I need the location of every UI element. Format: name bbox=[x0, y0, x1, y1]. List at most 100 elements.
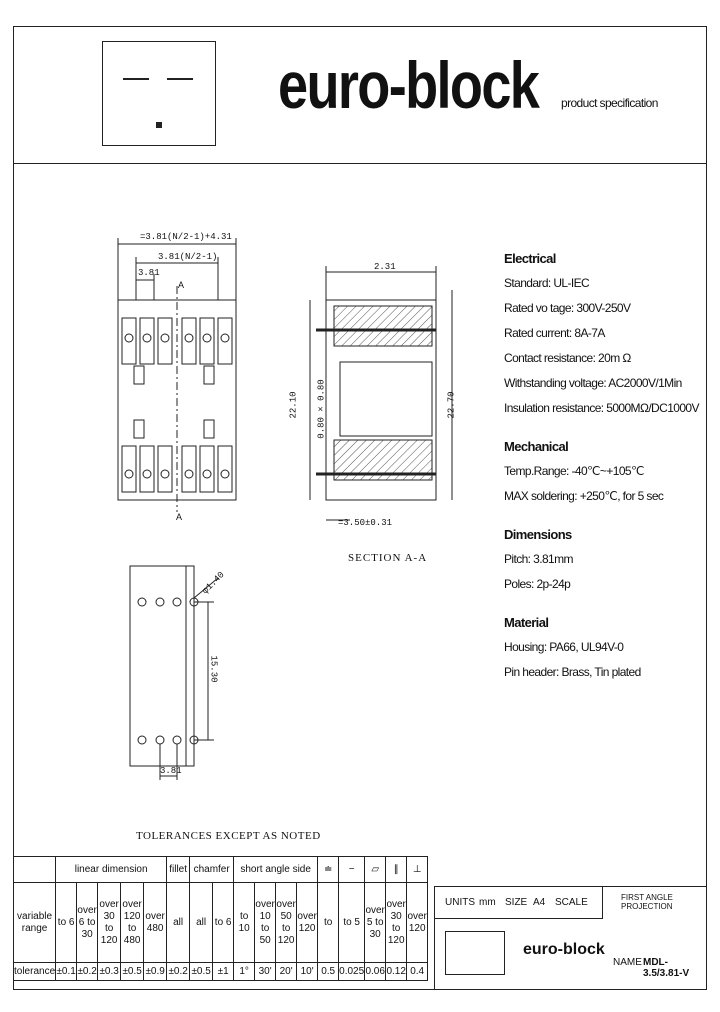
dim-outer-label: =3.81(N/2-1)+4.31 bbox=[140, 232, 232, 242]
tol-value: ±0.2 bbox=[166, 962, 191, 981]
spec-heading-material: Material bbox=[504, 615, 549, 630]
latch-window bbox=[133, 419, 145, 439]
tol-range: over 30 to 120 bbox=[385, 882, 408, 963]
tol-symbol: − bbox=[338, 856, 366, 883]
connector-section-view bbox=[325, 299, 437, 501]
title-block: UNITS mm SIZE A4 SCALE FIRST ANGLE PROJE… bbox=[434, 886, 707, 990]
logo-dot bbox=[156, 122, 162, 128]
section-label: SECTION A-A bbox=[348, 552, 428, 564]
name-value: MDL-3.5/3.81-V bbox=[643, 957, 690, 979]
name-label: NAME bbox=[613, 957, 642, 968]
size-label: SIZE bbox=[505, 897, 528, 908]
tol-value: 20' bbox=[275, 962, 298, 981]
tol-value: 10' bbox=[296, 962, 319, 981]
tol-value: ±0.2 bbox=[76, 962, 99, 981]
dim-pitch-label: 3.81 bbox=[138, 268, 160, 278]
spec-line: Contact resistance: 20m Ω bbox=[504, 351, 631, 365]
tol-range: over 30 to 120 bbox=[97, 882, 122, 963]
dim-inner-label: 3.81(N/2-1) bbox=[158, 252, 218, 262]
side-height-right-label: 22.70 bbox=[446, 391, 457, 419]
tol-range: all bbox=[166, 882, 191, 963]
tol-value: ±0.5 bbox=[189, 962, 214, 981]
tol-range: to 5 bbox=[338, 882, 366, 963]
logo-dash-left bbox=[123, 78, 149, 80]
tolerance-title: TOLERANCES EXCEPT AS NOTED bbox=[136, 830, 321, 842]
side-inner-label: 0.80 × 0.80 bbox=[316, 379, 327, 439]
brand-title: euro-block bbox=[278, 48, 540, 122]
tol-value: ±0.9 bbox=[143, 962, 168, 981]
logo-dash-right bbox=[167, 78, 193, 80]
section-marker-bottom: A bbox=[176, 512, 183, 522]
tol-symbol: ≐ bbox=[317, 856, 340, 883]
tol-header: fillet bbox=[166, 856, 191, 883]
spec-heading-dimensions: Dimensions bbox=[504, 527, 572, 542]
size-value: A4 bbox=[533, 897, 546, 908]
spec-line: Temp.Range: -40℃~+105℃ bbox=[504, 464, 644, 478]
tol-range: over 120 bbox=[406, 882, 429, 963]
tol-header: chamfer bbox=[189, 856, 235, 883]
tol-value: 0.5 bbox=[317, 962, 340, 981]
tol-range: to 10 bbox=[233, 882, 256, 963]
units-value: mm bbox=[479, 897, 496, 908]
tol-range: over 120 bbox=[296, 882, 319, 963]
side-height-left-label: 22.10 bbox=[288, 391, 299, 419]
latch-window bbox=[203, 419, 215, 439]
logo bbox=[102, 41, 216, 146]
tol-symbol: ∥ bbox=[385, 856, 408, 883]
spec-line: Insulation resistance: 5000MΩ/DC1000V bbox=[504, 401, 699, 415]
tol-value: 0.06 bbox=[364, 962, 387, 981]
tol-range: over 5 to 30 bbox=[364, 882, 387, 963]
spec-line: Pin header: Brass, Tin plated bbox=[504, 665, 641, 679]
tol-range: over 10 to 50 bbox=[254, 882, 277, 963]
drawing-frame bbox=[13, 26, 707, 990]
tol-range: over 50 to 120 bbox=[275, 882, 298, 963]
tol-range: to 6 bbox=[212, 882, 235, 963]
side-width-label: 2.31 bbox=[374, 262, 396, 272]
page-subtitle: product specification bbox=[561, 96, 658, 110]
spec-line: MAX soldering: +250℃, for 5 sec bbox=[504, 489, 664, 503]
tol-range: over 480 bbox=[143, 882, 168, 963]
latch-window bbox=[133, 365, 145, 385]
tol-range: over 6 to 30 bbox=[76, 882, 99, 963]
title-block-brand: euro-block bbox=[523, 941, 605, 958]
tol-range: to 6 bbox=[55, 882, 78, 963]
spec-list: Electrical Standard: UL-IEC Rated vo tag… bbox=[504, 246, 704, 685]
tolerance-table: linear dimension fillet chamfer short an… bbox=[12, 856, 429, 981]
title-block-logo bbox=[445, 931, 505, 975]
tol-range: over 120 to 480 bbox=[120, 882, 145, 963]
tol-header: linear dimension bbox=[55, 856, 168, 883]
tol-symbol: ⊥ bbox=[406, 856, 429, 883]
spec-line: Withstanding voltage: AC2000V/1Min bbox=[504, 376, 682, 390]
tol-row-label: tolerance bbox=[12, 962, 57, 981]
spec-line: Housing: PA66, UL94V-0 bbox=[504, 640, 624, 654]
side-pin-label: =3.50±0.31 bbox=[338, 518, 393, 528]
tol-value: ±0.1 bbox=[55, 962, 78, 981]
tol-value: 0.4 bbox=[406, 962, 429, 981]
tol-value: ±0.3 bbox=[97, 962, 122, 981]
tol-value: 30' bbox=[254, 962, 277, 981]
projection-label: FIRST ANGLE PROJECTION bbox=[621, 893, 673, 911]
footprint-height-label: 15.30 bbox=[208, 655, 219, 683]
tol-value: 1° bbox=[233, 962, 256, 981]
pin-row-bottom bbox=[121, 445, 233, 493]
spec-heading-electrical: Electrical bbox=[504, 251, 556, 266]
tol-value: 0.12 bbox=[385, 962, 408, 981]
tol-row-label: variable range bbox=[12, 882, 57, 963]
tol-range: all bbox=[189, 882, 214, 963]
tol-value: ±1 bbox=[212, 962, 235, 981]
tol-symbol: ▱ bbox=[364, 856, 387, 883]
spec-line: Poles: 2p-24p bbox=[504, 577, 571, 591]
tol-range: to bbox=[317, 882, 340, 963]
tol-value: 0.025 bbox=[338, 962, 366, 981]
pin-row-top bbox=[121, 317, 233, 365]
tol-value: ±0.5 bbox=[120, 962, 145, 981]
header-divider bbox=[14, 163, 706, 164]
spec-heading-mechanical: Mechanical bbox=[504, 439, 569, 454]
spec-line: Rated vo tage: 300V-250V bbox=[504, 301, 631, 315]
spec-line: Rated current: 8A-7A bbox=[504, 326, 605, 340]
section-marker-top: A bbox=[178, 280, 185, 290]
units-label: UNITS bbox=[445, 897, 475, 908]
tol-header: short angle side bbox=[233, 856, 319, 883]
scale-label: SCALE bbox=[555, 897, 588, 908]
